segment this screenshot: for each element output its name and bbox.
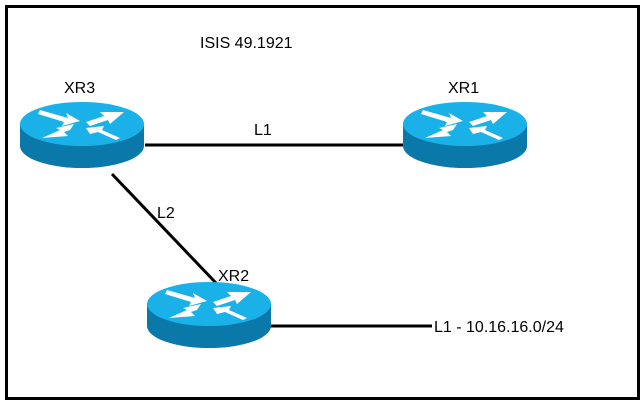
link-xr3-xr2 [110,172,218,285]
diagram-frame [5,5,640,400]
node-label-xr1: XR1 [448,80,479,97]
router-icon-xr2[interactable] [147,282,271,348]
node-label-xr3: XR3 [64,80,95,97]
link-label-l2: L2 [157,205,175,222]
diagram-title: ISIS 49.1921 [200,35,293,52]
router-icon-xr3[interactable] [20,102,144,168]
link-label-l1: L1 [254,122,272,139]
node-label-xr2: XR2 [218,268,249,285]
router-icon-xr1[interactable] [403,102,527,168]
link-label-network: L1 - 10.16.16.0/24 [434,319,564,336]
